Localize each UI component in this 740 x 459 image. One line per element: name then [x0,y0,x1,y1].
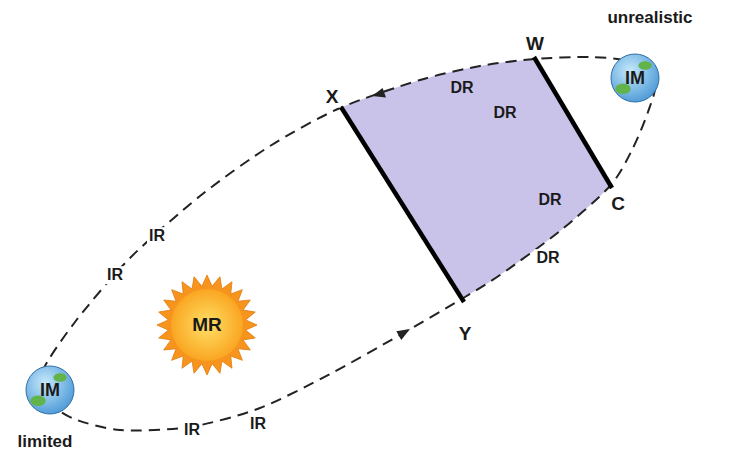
position-caption: limited [18,432,73,452]
point-letter: Y [457,324,474,345]
region-label: DR [448,79,475,97]
direction-arrow [372,88,386,97]
sun-disc [171,289,243,361]
region-label: DR [536,191,563,209]
sun-shape: MR [153,271,261,379]
region-label: DR [534,249,561,267]
point-letter: C [609,194,627,215]
orbit-path [40,57,655,431]
sun-label: MR [192,314,222,336]
earth-globe: unrealisticIM [590,4,710,104]
earth-globe: IM limited [6,362,96,456]
sun-rays [157,275,257,375]
position-caption: unrealistic [607,8,692,28]
region-label: IR [182,421,202,439]
globe-label: IM [625,68,645,89]
boundary-line [534,57,612,188]
globe-label: IM [40,380,60,401]
boundary-line [341,107,464,302]
direction-arrow [396,329,410,340]
region-label: IR [147,227,167,245]
globe-body [611,54,659,102]
region-label: IR [105,266,125,284]
region-label: IR [248,415,268,433]
shaded-zone [330,40,622,319]
globe-body [26,366,74,414]
point-letter: X [324,87,341,108]
point-letter: W [524,34,546,55]
region-label: DR [491,104,518,122]
